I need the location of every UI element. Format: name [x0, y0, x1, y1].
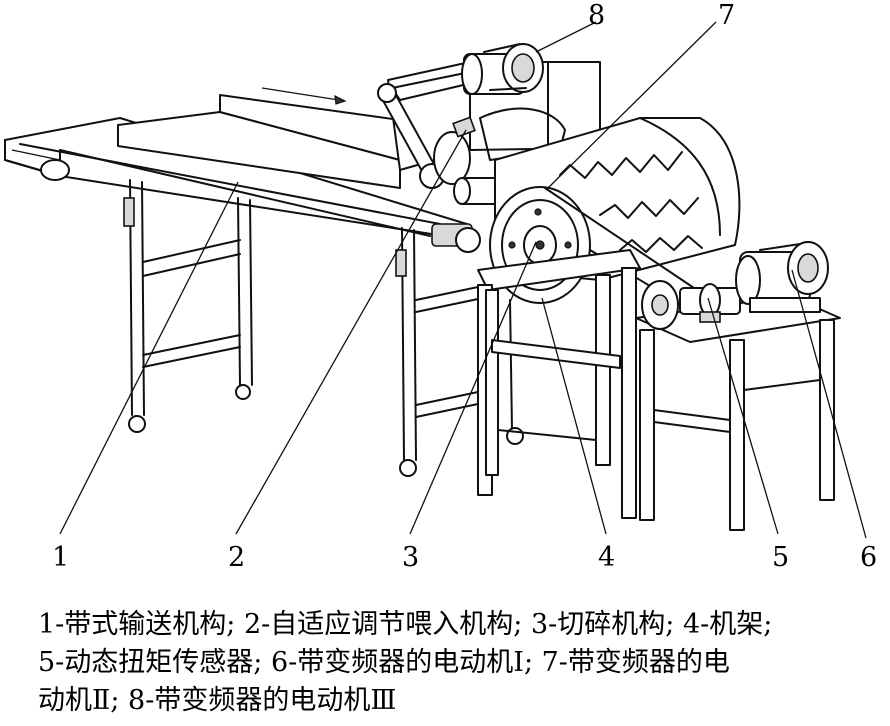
caption-line-1: 1-带式输送机构; 2-自适应调节喂入机构; 3-切碎机构; 4-机架; — [38, 609, 773, 640]
label-7: 7 — [718, 0, 735, 31]
label-1: 1 — [52, 542, 69, 573]
belt-conveyor — [4, 87, 524, 477]
leader-lines — [59, 21, 867, 539]
motor-ii — [641, 280, 679, 330]
torque-sensor — [679, 283, 741, 323]
motor-iii — [461, 43, 544, 95]
motor-i — [735, 241, 829, 313]
label-2: 2 — [228, 542, 245, 573]
label-4: 4 — [598, 542, 615, 573]
label-3: 3 — [402, 542, 419, 573]
label-6: 6 — [860, 542, 877, 573]
caption-line-2: 5-动态扭矩传感器; 6-带变频器的电动机Ⅰ; 7-带变频器的电 — [38, 647, 730, 678]
figure-caption: 1-带式输送机构; 2-自适应调节喂入机构; 3-切碎机构; 4-机架; 5-动… — [38, 606, 878, 720]
label-5: 5 — [772, 542, 789, 573]
machine-frame — [477, 249, 841, 531]
caption-line-3: 动机Ⅱ; 8-带变频器的电动机Ⅲ — [38, 685, 397, 716]
label-8: 8 — [588, 0, 605, 31]
